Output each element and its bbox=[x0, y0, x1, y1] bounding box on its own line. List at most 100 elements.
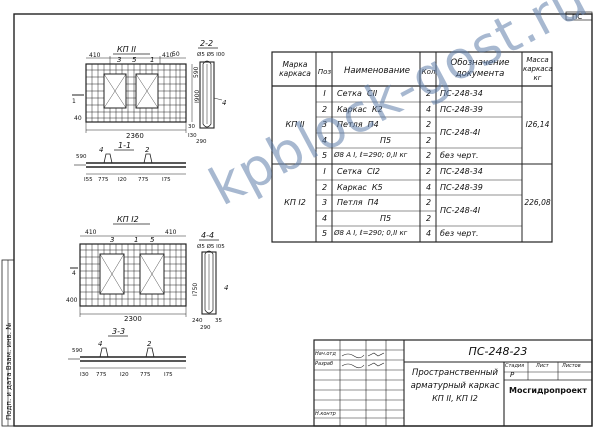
g2-row4-name: П5 bbox=[380, 214, 392, 223]
g1-row1-doc: ПС-248-34 bbox=[440, 89, 483, 98]
g2-row5-name: Ø8 А I, ℓ=290; 0,II кг bbox=[334, 229, 408, 237]
section-1-1-dim-775: 775 bbox=[98, 177, 109, 183]
header-doc: Обозначение документа bbox=[450, 58, 510, 79]
g2-row2-pos: 2 bbox=[321, 183, 328, 192]
stamp-code: ПС-248-23 bbox=[468, 345, 528, 358]
section-1-1-mark-4: 4 bbox=[99, 146, 103, 154]
section-1-1-dim-175: I75 bbox=[162, 177, 171, 183]
g1-row5-qty: 2 bbox=[425, 151, 432, 160]
kp12-mark-5: 5 bbox=[150, 236, 155, 244]
g1-row4-pos: 4 bbox=[321, 136, 328, 145]
header-name: Наименование bbox=[343, 66, 411, 76]
g2-row4-pos: 4 bbox=[321, 214, 328, 223]
g1-row1-name: Сетка СII bbox=[337, 89, 378, 98]
section-2-2-title: 2-2 bbox=[200, 39, 213, 48]
section-3-3-title: 3-3 bbox=[112, 327, 125, 336]
g1-row3-qty: 2 bbox=[425, 120, 432, 129]
g1-row2-name: Каркас К2 bbox=[337, 105, 383, 114]
stamp-title-1: Пространственный bbox=[412, 368, 498, 378]
stamp-stage: Р bbox=[510, 371, 515, 379]
kp11-dim-590: 590 bbox=[193, 66, 200, 78]
g2-row4-qty: 2 bbox=[425, 214, 432, 223]
g2-row2-qty: 4 bbox=[425, 183, 432, 192]
kp12-mark-1: 1 bbox=[134, 236, 138, 244]
g2-row5-doc: без черт. bbox=[440, 229, 479, 238]
kp12-dim-400: 400 bbox=[66, 297, 78, 304]
kp11-dim-410b: 410 bbox=[162, 52, 174, 59]
section-4-4: 4-4 Ø5 Ø5 I05 4 240 35 290 bbox=[192, 231, 228, 331]
kp12-mark-3: 3 bbox=[110, 236, 114, 244]
header-mass: Масса каркаса кг bbox=[523, 56, 553, 82]
g2-row2-doc: ПС-248-39 bbox=[440, 183, 483, 192]
section-1-1-dim-775b: 775 bbox=[138, 177, 149, 183]
stamp-stage-label: Стадия bbox=[505, 363, 525, 369]
kp11-dim-2360: 2360 bbox=[126, 132, 144, 140]
kp11-view-title: КП II bbox=[117, 45, 137, 54]
section-1-1-title: 1-1 bbox=[118, 141, 131, 150]
g2-row1-pos: I bbox=[323, 167, 326, 176]
section-2-2-dim-30: 30 bbox=[188, 124, 195, 130]
g1-row3-name: Петля П4 bbox=[337, 120, 379, 129]
stamp-sheets-label: Листов bbox=[562, 363, 581, 369]
kp11-mark-1: 1 bbox=[150, 56, 154, 64]
side-stamp-text: Подп. и дата Взам. инв. № bbox=[5, 323, 13, 420]
kp11-dim-1900: I900 bbox=[194, 90, 201, 103]
section-3-3: 3-3 4 2 590 I30 775 I20 775 I75 bbox=[68, 327, 186, 378]
section-2-2-dim-290: 290 bbox=[196, 139, 207, 145]
kp11-mark-1-left: 1 bbox=[72, 98, 76, 105]
section-2-2-dims: Ø5 Ø5 I00 bbox=[197, 51, 225, 58]
section-2-2: 2-2 Ø5 Ø5 I00 4 I30 290 30 bbox=[188, 39, 226, 145]
kp12-dim-1750: I750 bbox=[192, 283, 199, 296]
section-3-3-dim-130: I30 bbox=[80, 372, 89, 378]
kp11-mark-3: 3 bbox=[117, 56, 121, 64]
kp11-mark-5: 5 bbox=[132, 56, 137, 64]
g1-row2-qty: 4 bbox=[425, 105, 432, 114]
g1-row3-doc: ПС-248-4I bbox=[440, 128, 481, 137]
section-2-2-dim-130: I30 bbox=[188, 133, 197, 139]
stamp-title-3: КП II, КП I2 bbox=[432, 394, 478, 403]
stamp-row1: Нач.отд bbox=[315, 351, 336, 357]
sheet-frame bbox=[13, 13, 593, 427]
g2-row5-pos: 5 bbox=[321, 229, 328, 238]
section-4-4-dim-35: 35 bbox=[215, 318, 222, 324]
header-qty: Кол bbox=[421, 68, 436, 76]
section-3-3-dim-590: 590 bbox=[72, 348, 83, 354]
group2-mass: 226,08 bbox=[524, 198, 551, 207]
section-1-1-dim-120: I20 bbox=[118, 177, 127, 183]
section-3-3-dim-775: 775 bbox=[96, 372, 107, 378]
header-pos: Поз bbox=[317, 68, 332, 76]
specification-table bbox=[271, 51, 553, 243]
g2-row3-pos: 3 bbox=[321, 198, 328, 207]
section-4-4-dim-290: 290 bbox=[200, 325, 211, 331]
kp12-dim-410b: 410 bbox=[165, 229, 177, 236]
g1-row3-pos: 3 bbox=[321, 120, 328, 129]
section-4-4-title: 4-4 bbox=[201, 231, 214, 240]
kp12-mark-4-left: 4 bbox=[72, 270, 76, 277]
g2-row3-doc: ПС-248-4I bbox=[440, 206, 481, 215]
sheet-corner-number: ПС bbox=[572, 13, 582, 21]
g1-row1-qty: 2 bbox=[425, 89, 432, 98]
g1-row2-doc: ПС-248-39 bbox=[440, 105, 483, 114]
g1-row5-doc: без черт. bbox=[440, 151, 479, 160]
g1-row5-pos: 5 bbox=[321, 151, 328, 160]
g2-row1-qty: 2 bbox=[425, 167, 432, 176]
kp12-dim-410: 410 bbox=[85, 229, 97, 236]
g2-row2-name: Каркас К5 bbox=[337, 183, 383, 192]
g2-row1-name: Сетка СI2 bbox=[337, 167, 381, 176]
g1-row5-name: Ø8 А I, ℓ=290; 0,II кг bbox=[334, 151, 408, 159]
stamp-sheet-label: Лист bbox=[536, 363, 549, 369]
section-3-3-mark-2: 2 bbox=[147, 340, 152, 348]
g1-row1-pos: I bbox=[323, 89, 326, 98]
stamp-row2: Разраб bbox=[315, 361, 334, 367]
g2-row3-qty: 2 bbox=[425, 198, 432, 207]
g1-row4-qty: 2 bbox=[425, 136, 432, 145]
g1-row2-pos: 2 bbox=[321, 105, 328, 114]
group1-mark: КП II bbox=[285, 120, 305, 129]
stamp-title-2: арматурный каркас bbox=[410, 381, 500, 391]
stamp-org: Мосгидропроект bbox=[509, 386, 587, 395]
section-1-1-mark-2: 2 bbox=[145, 146, 150, 154]
group1-mass: I26,14 bbox=[525, 120, 550, 129]
